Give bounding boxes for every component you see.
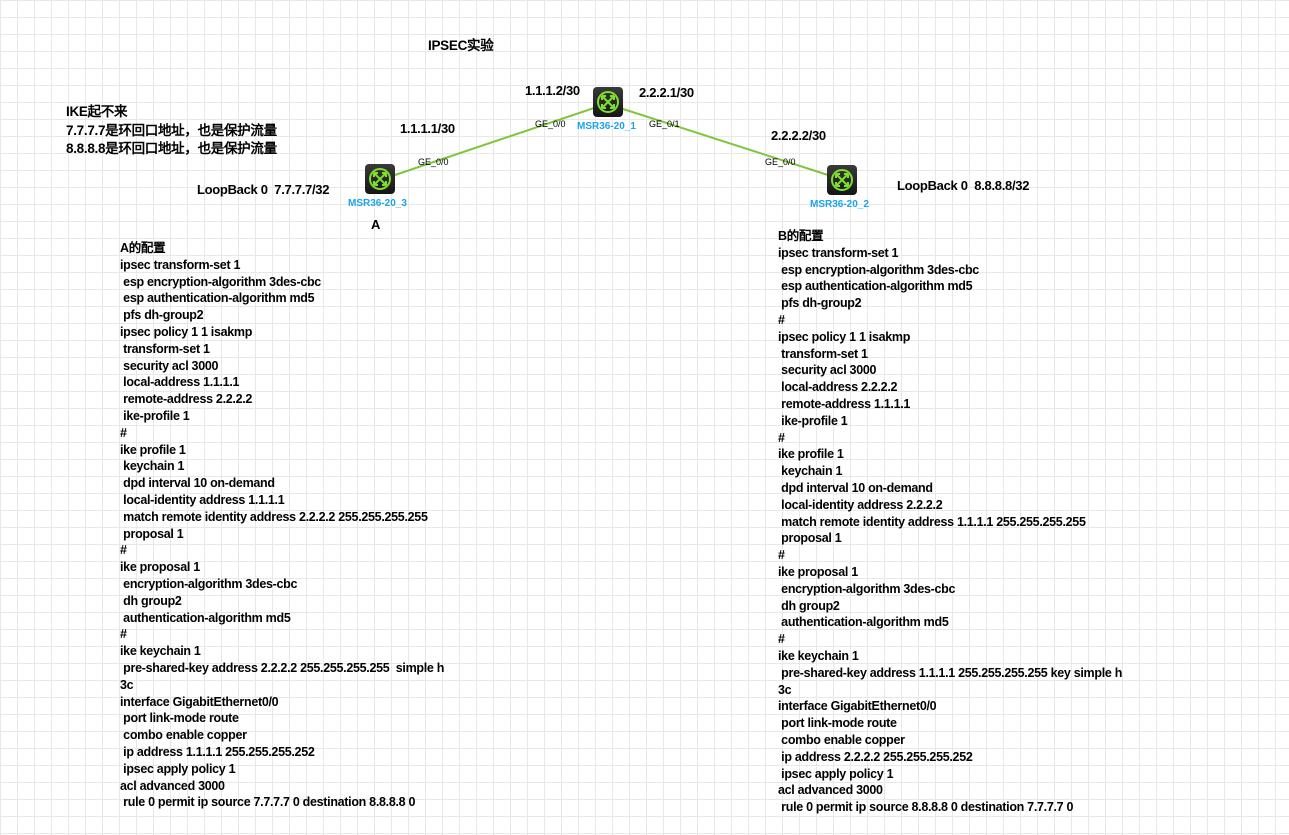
config-title: B的配置 xyxy=(778,229,824,243)
config-line: authentication-algorithm md5 xyxy=(778,615,949,630)
config-line: dh group2 xyxy=(778,598,840,613)
config-line: # xyxy=(778,632,785,647)
config-line: ip address 1.1.1.1 255.255.255.252 xyxy=(120,744,315,759)
config-line: acl advanced 3000 xyxy=(778,783,883,798)
config-line: match remote identity address 2.2.2.2 25… xyxy=(120,509,428,524)
config-line: # xyxy=(120,543,127,558)
config-line: proposal 1 xyxy=(778,531,842,546)
port-label: GE_0/1 xyxy=(649,119,680,129)
router-icon[interactable] xyxy=(365,164,395,194)
note-line: 8.8.8.8是环回口地址，也是保护流量 xyxy=(66,141,277,156)
device-name: MSR36-20_3 xyxy=(348,198,407,209)
config-line: rule 0 permit ip source 7.7.7.7 0 destin… xyxy=(120,795,416,810)
router-icon[interactable] xyxy=(827,165,857,195)
config-title: A的配置 xyxy=(120,241,166,255)
config-line: ipsec transform-set 1 xyxy=(778,245,899,260)
loopback-label: LoopBack 0 8.8.8.8/32 xyxy=(897,178,1030,193)
config-line: pfs dh-group2 xyxy=(120,308,204,323)
config-line: dpd interval 10 on-demand xyxy=(778,480,933,495)
config-line: ike proposal 1 xyxy=(120,560,200,575)
link-center-b[interactable] xyxy=(619,107,829,176)
config-line: local-identity address 1.1.1.1 xyxy=(120,492,285,507)
config-line: ipsec apply policy 1 xyxy=(778,766,894,781)
config-line: encryption-algorithm 3des-cbc xyxy=(778,581,956,596)
config-line: # xyxy=(120,425,127,440)
config-line: remote-address 1.1.1.1 xyxy=(778,396,911,411)
config-line: interface GigabitEthernet0/0 xyxy=(120,694,279,709)
config-line: # xyxy=(120,627,127,642)
config-b: B的配置 ipsec transform-set 1 esp encryptio… xyxy=(778,228,1122,816)
config-line: ike-profile 1 xyxy=(120,408,190,423)
config-line: ike-profile 1 xyxy=(778,413,848,428)
config-line: # xyxy=(778,548,785,563)
config-line: ike keychain 1 xyxy=(120,644,201,659)
config-line: keychain 1 xyxy=(778,464,843,479)
config-line: proposal 1 xyxy=(120,526,184,541)
config-line: port link-mode route xyxy=(120,711,239,726)
config-line: authentication-algorithm md5 xyxy=(120,610,291,625)
port-label: GE_0/0 xyxy=(535,119,566,129)
config-line: combo enable copper xyxy=(120,728,247,743)
config-line: interface GigabitEthernet0/0 xyxy=(778,699,937,714)
config-line: ipsec policy 1 1 isakmp xyxy=(120,324,253,339)
config-line: pre-shared-key address 2.2.2.2 255.255.2… xyxy=(120,660,445,675)
config-line: remote-address 2.2.2.2 xyxy=(120,392,253,407)
device-name: MSR36-20_2 xyxy=(810,199,869,210)
config-line: esp encryption-algorithm 3des-cbc xyxy=(778,262,979,277)
config-line: local-address 2.2.2.2 xyxy=(778,380,898,395)
config-line: ipsec transform-set 1 xyxy=(120,257,241,272)
link-a-center[interactable] xyxy=(391,107,595,177)
config-line: ike proposal 1 xyxy=(778,564,858,579)
config-line: # xyxy=(778,312,785,327)
device-name: MSR36-20_1 xyxy=(577,121,636,132)
port-label: GE_0/0 xyxy=(418,157,449,167)
router-icon[interactable] xyxy=(593,87,623,117)
config-line: transform-set 1 xyxy=(120,341,210,356)
port-label: GE_0/0 xyxy=(765,157,796,167)
config-line: port link-mode route xyxy=(778,716,897,731)
config-line: ike keychain 1 xyxy=(778,648,859,663)
config-line: ike profile 1 xyxy=(778,447,844,462)
config-line: esp authentication-algorithm md5 xyxy=(120,291,315,306)
config-line: encryption-algorithm 3des-cbc xyxy=(120,576,298,591)
config-line: esp authentication-algorithm md5 xyxy=(778,279,973,294)
config-a: A的配置 ipsec transform-set 1 esp encryptio… xyxy=(120,240,444,811)
config-line: keychain 1 xyxy=(120,459,185,474)
config-line: security acl 3000 xyxy=(120,358,219,373)
config-line: dpd interval 10 on-demand xyxy=(120,476,275,491)
config-line: security acl 3000 xyxy=(778,363,877,378)
ip-label: 2.2.2.2/30 xyxy=(771,128,826,143)
config-line: pre-shared-key address 1.1.1.1 255.255.2… xyxy=(778,665,1123,680)
loopback-label: LoopBack 0 7.7.7.7/32 xyxy=(197,182,330,197)
config-line: 3c xyxy=(778,682,792,697)
config-line: ipsec apply policy 1 xyxy=(120,761,236,776)
config-line: 3c xyxy=(120,677,134,692)
config-line: local-address 1.1.1.1 xyxy=(120,375,240,390)
note-line: 7.7.7.7是环回口地址，也是保护流量 xyxy=(66,123,277,138)
config-line: rule 0 permit ip source 8.8.8.8 0 destin… xyxy=(778,800,1074,815)
config-line: ike profile 1 xyxy=(120,442,186,457)
config-line: # xyxy=(778,430,785,445)
note-line: IKE起不来 xyxy=(66,104,128,119)
config-line: match remote identity address 1.1.1.1 25… xyxy=(778,514,1086,529)
ip-label: 2.2.2.1/30 xyxy=(639,85,694,100)
device-tag: A xyxy=(371,217,381,232)
config-line: acl advanced 3000 xyxy=(120,778,225,793)
config-line: pfs dh-group2 xyxy=(778,296,862,311)
ip-label: 1.1.1.2/30 xyxy=(525,83,580,98)
diagram-title: IPSEC实验 xyxy=(428,38,494,53)
ip-label: 1.1.1.1/30 xyxy=(400,121,455,136)
config-line: ipsec policy 1 1 isakmp xyxy=(778,329,911,344)
config-line: combo enable copper xyxy=(778,732,905,747)
config-line: transform-set 1 xyxy=(778,346,868,361)
config-line: esp encryption-algorithm 3des-cbc xyxy=(120,274,321,289)
config-line: local-identity address 2.2.2.2 xyxy=(778,497,943,512)
config-line: dh group2 xyxy=(120,593,182,608)
config-line: ip address 2.2.2.2 255.255.255.252 xyxy=(778,749,973,764)
